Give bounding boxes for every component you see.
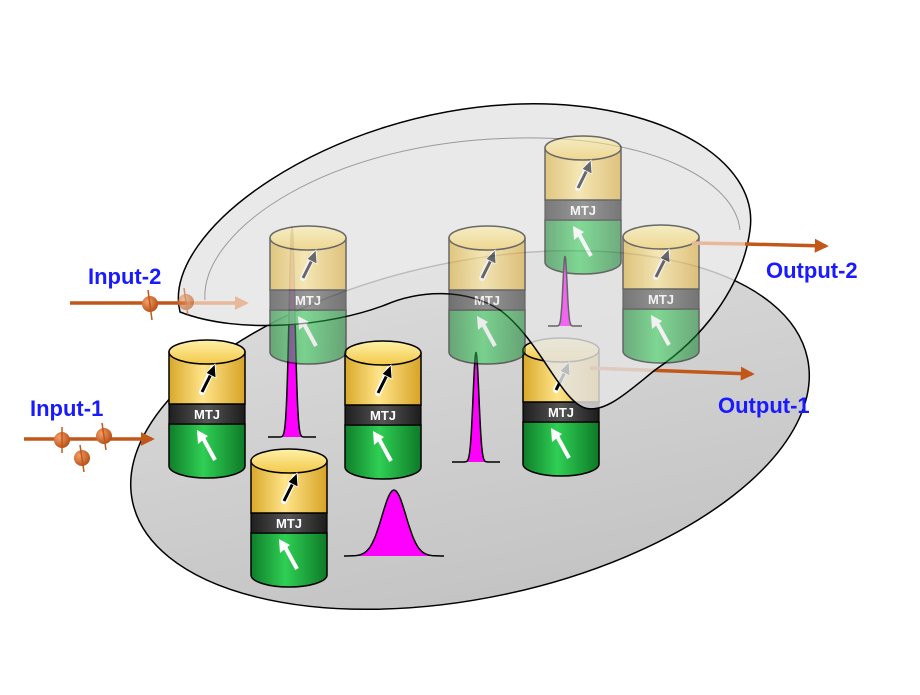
lower-device-layer: MTJ MTJ MTJ MTJ xyxy=(168,226,600,588)
mtj-label: MTJ xyxy=(295,293,321,308)
mtj-device: MTJ xyxy=(622,224,700,364)
pinned-layer xyxy=(168,423,246,479)
input-2-arrow xyxy=(70,287,249,321)
pinned-layer xyxy=(250,532,328,588)
magnetization-arrow-icon xyxy=(300,249,318,281)
pinned-layer xyxy=(522,421,600,477)
mtj-device: MTJ xyxy=(448,225,526,365)
magnetization-arrow-icon xyxy=(279,539,299,570)
upper-device-layer: MTJ MTJ MTJ MTJ xyxy=(269,135,700,365)
magnetization-arrow-icon xyxy=(375,364,393,396)
input-1-arrow xyxy=(24,422,155,473)
magnetization-arrow-icon xyxy=(281,472,299,504)
magnetization-arrow-icon xyxy=(651,315,671,346)
output-2-arrow xyxy=(691,238,829,253)
free-layer-top xyxy=(622,224,700,250)
electron-spin-icon xyxy=(142,289,158,321)
magnetization-arrow-icon xyxy=(575,159,593,191)
mtj-device: MTJ xyxy=(168,339,246,479)
free-layer-top xyxy=(250,448,328,474)
distribution-curve-icon xyxy=(344,489,444,557)
magnetization-arrow-icon xyxy=(197,430,217,461)
mtj-device: MTJ xyxy=(344,340,422,480)
electron-spin-icon xyxy=(74,444,90,473)
electron-spin-icon xyxy=(178,287,194,317)
magnetization-arrow-icon xyxy=(479,249,497,281)
pinned-layer xyxy=(622,308,700,364)
electron-spin-icon xyxy=(54,427,70,453)
input-1-label: Input-1 xyxy=(30,396,103,421)
output-2-label: Output-2 xyxy=(766,258,858,283)
mtj-label: MTJ xyxy=(648,292,674,307)
mtj-device: MTJ xyxy=(250,448,328,588)
mtj-label: MTJ xyxy=(370,408,396,423)
input-2-label: Input-2 xyxy=(88,264,161,289)
magnetization-arrow-icon xyxy=(551,428,571,459)
mtj-label: MTJ xyxy=(194,407,220,422)
electron-spin-icon xyxy=(96,422,112,451)
magnetization-arrow-icon xyxy=(298,316,318,347)
magnetization-arrow-icon xyxy=(199,363,217,395)
mtj-label: MTJ xyxy=(276,516,302,531)
mtj-label: MTJ xyxy=(474,293,500,308)
pinned-layer xyxy=(269,309,347,365)
mtj-device: MTJ xyxy=(269,225,347,365)
pinned-layer xyxy=(544,219,622,275)
mtj-label: MTJ xyxy=(570,203,596,218)
magnetization-arrow-icon xyxy=(477,316,497,347)
magnetization-arrow-icon xyxy=(573,226,593,257)
distribution-curve-icon xyxy=(548,255,582,327)
output-1-label: Output-1 xyxy=(718,393,810,418)
pinned-layer xyxy=(344,424,422,480)
magnetization-arrow-icon xyxy=(373,431,393,462)
free-layer-top xyxy=(448,225,526,251)
pinned-layer xyxy=(448,309,526,365)
free-layer-top xyxy=(344,340,422,366)
mtj-label: MTJ xyxy=(548,405,574,420)
magnetization-arrow-icon xyxy=(653,248,671,280)
mtj-device: MTJ xyxy=(544,135,622,275)
free-layer-top xyxy=(168,339,246,365)
free-layer-top xyxy=(544,135,622,161)
free-layer-top xyxy=(269,225,347,251)
